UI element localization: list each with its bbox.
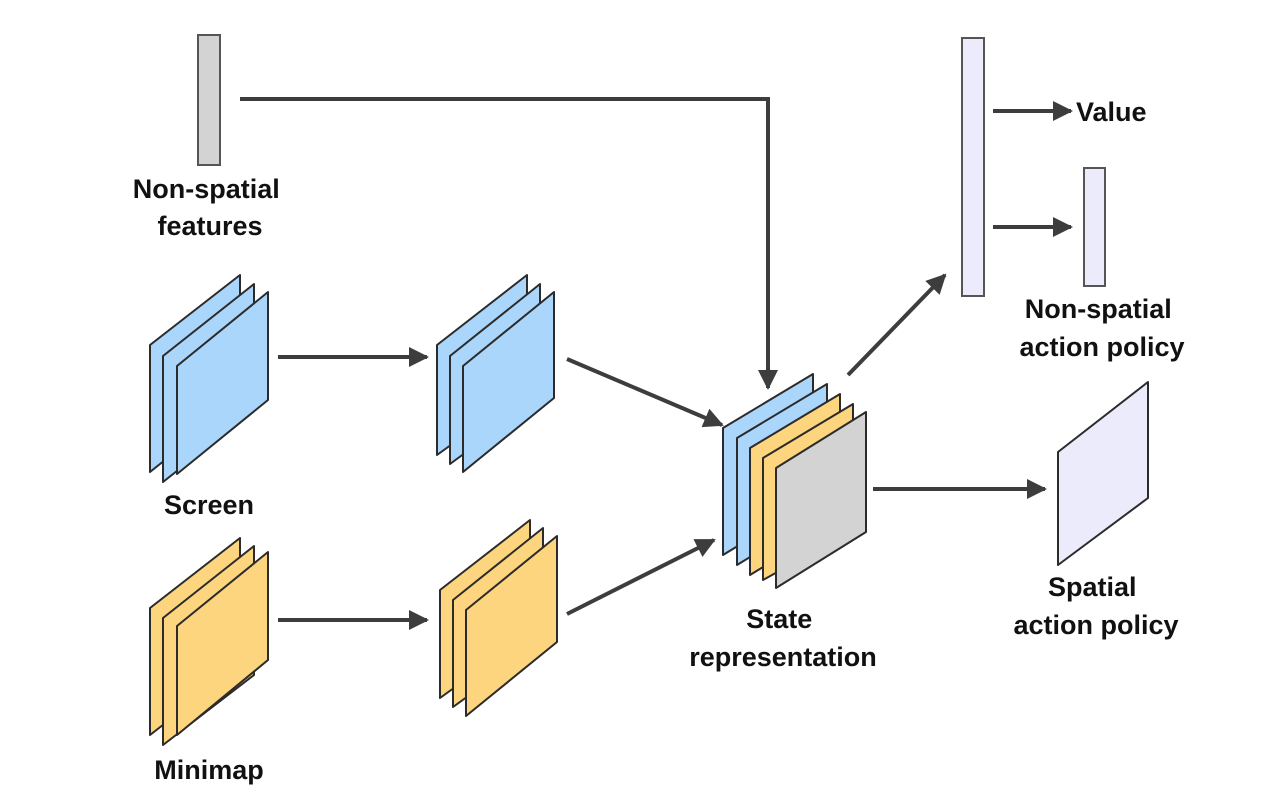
state-representation-label: State representation: [689, 604, 877, 672]
spatial-action-policy-label: Spatial action policy: [1013, 572, 1178, 640]
state-representation-label-line2: representation: [689, 642, 877, 672]
nonspatial-action-policy-label-line2: action policy: [1019, 332, 1184, 362]
minimap-input-stack: [149, 537, 269, 746]
minimap-to-state-arrow: [566, 538, 716, 616]
screen-to-state-arrow: [566, 357, 724, 428]
spatial-action-policy-label-line1: Spatial: [1048, 572, 1137, 602]
nonspatial-action-policy-bar: [1083, 167, 1106, 287]
nonspatial-features-label-line1: Non-spatial: [133, 174, 280, 204]
screen-conv-stack: [436, 274, 555, 473]
minimap-label: Minimap: [154, 755, 264, 785]
state-representation-label-line1: State: [746, 604, 812, 634]
screen-label: Screen: [164, 490, 254, 520]
minimap-input-layer-3: [176, 551, 269, 736]
screen-input-layer-3: [176, 291, 269, 475]
minimap-conv-layer-3: [465, 535, 558, 717]
minimap-conv-stack: [439, 519, 558, 717]
nonspatial-action-policy-label-line1: Non-spatial: [1025, 294, 1172, 324]
nonspatial-to-state-arrow: [240, 97, 778, 390]
nonspatial-action-policy-label: Non-spatial action policy: [1019, 294, 1184, 362]
nonspatial-features-label: Non-spatial features: [133, 174, 288, 241]
screen-input-stack: [149, 274, 269, 483]
screen-conv-layer-3: [462, 291, 555, 473]
nonspatial-features-label-line2: features: [157, 211, 262, 241]
state-layer-nonspatial: [775, 411, 867, 589]
state-representation-stack: [722, 373, 867, 589]
value-label: Value: [1076, 97, 1147, 127]
nonspatial-features-bar: [197, 34, 221, 166]
spatial-action-policy-label-line2: action policy: [1013, 610, 1178, 640]
state-to-fc-arrow: [846, 273, 947, 377]
spatial-action-policy-plane: [1057, 381, 1149, 566]
fully-connected-bar: [961, 37, 985, 297]
